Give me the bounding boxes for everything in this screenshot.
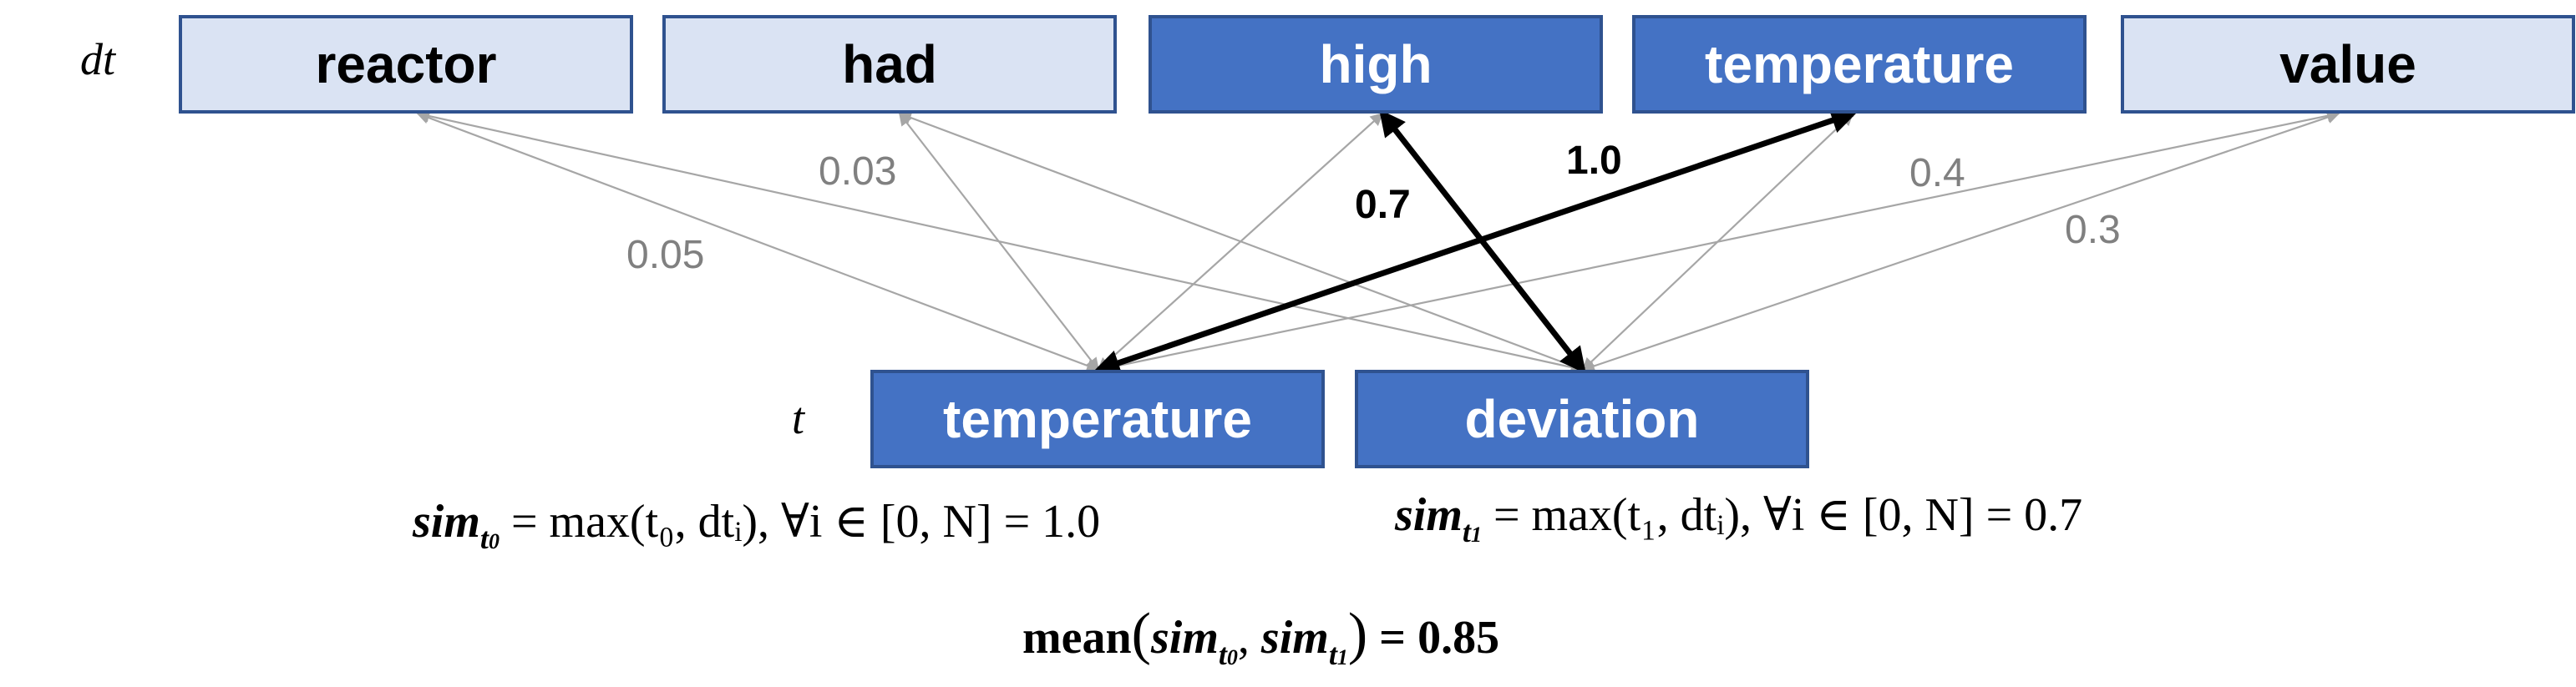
sim-t1-name: sim	[1395, 489, 1463, 541]
mean-separator: ,	[1237, 612, 1261, 664]
weight-label-had: 0.03	[819, 149, 897, 194]
top-token-had: had	[662, 15, 1117, 114]
weight-label-high: 0.7	[1355, 183, 1411, 227]
mean-arg-b: sim	[1260, 612, 1329, 664]
row-label-dt: dt	[80, 34, 116, 84]
top-token-reactor: reactor	[179, 15, 633, 114]
bold-edge-b1-t2	[1379, 109, 1586, 374]
mean-arg-b-subscript: t1	[1328, 638, 1348, 671]
sim-t0-name: sim	[413, 496, 480, 548]
row-label-t: t	[792, 393, 805, 443]
sim-t0-rhs: = max(t₀, dtᵢ), ∀i ∈ [0, N] = 1.0	[499, 496, 1101, 548]
bold-edge-b0-t3	[1093, 108, 1858, 376]
mean-close-paren: )	[1347, 602, 1368, 666]
mean-arg-a: sim	[1150, 612, 1219, 664]
sim-t1-subscript: t1	[1462, 515, 1482, 548]
sim-t0-subscript: t0	[479, 522, 499, 555]
bottom-token-temperature: temperature	[870, 370, 1325, 468]
top-token-high: high	[1149, 15, 1603, 114]
mean-result: = 0.85	[1367, 612, 1500, 664]
edge-b1-t3	[1581, 112, 1854, 371]
sim-t1-rhs: = max(t₁, dtᵢ), ∀i ∈ [0, N] = 0.7	[1481, 489, 2083, 541]
top-token-value: value	[2121, 15, 2575, 114]
weight-label-temperature: 1.0	[1566, 139, 1622, 183]
mean-arg-a-subscript: t0	[1218, 638, 1238, 671]
sim-t1-formula: simt1 = max(t₁, dtᵢ), ∀i ∈ [0, N] = 0.7	[1395, 487, 2082, 549]
mean-prefix: mean	[1022, 612, 1132, 664]
sim-t0-formula: simt0 = max(t₀, dtᵢ), ∀i ∈ [0, N] = 1.0	[413, 494, 1100, 556]
mean-open-paren: (	[1131, 602, 1151, 666]
bottom-token-deviation: deviation	[1355, 370, 1809, 468]
weight-label-value-b: 0.3	[2065, 208, 2121, 252]
top-token-temperature: temperature	[1632, 15, 2087, 114]
mean-formula: mean(simt0, simt1) = 0.85	[1022, 601, 1499, 672]
weight-label-value-a: 0.4	[1909, 151, 1965, 195]
weight-label-reactor: 0.05	[626, 233, 705, 277]
